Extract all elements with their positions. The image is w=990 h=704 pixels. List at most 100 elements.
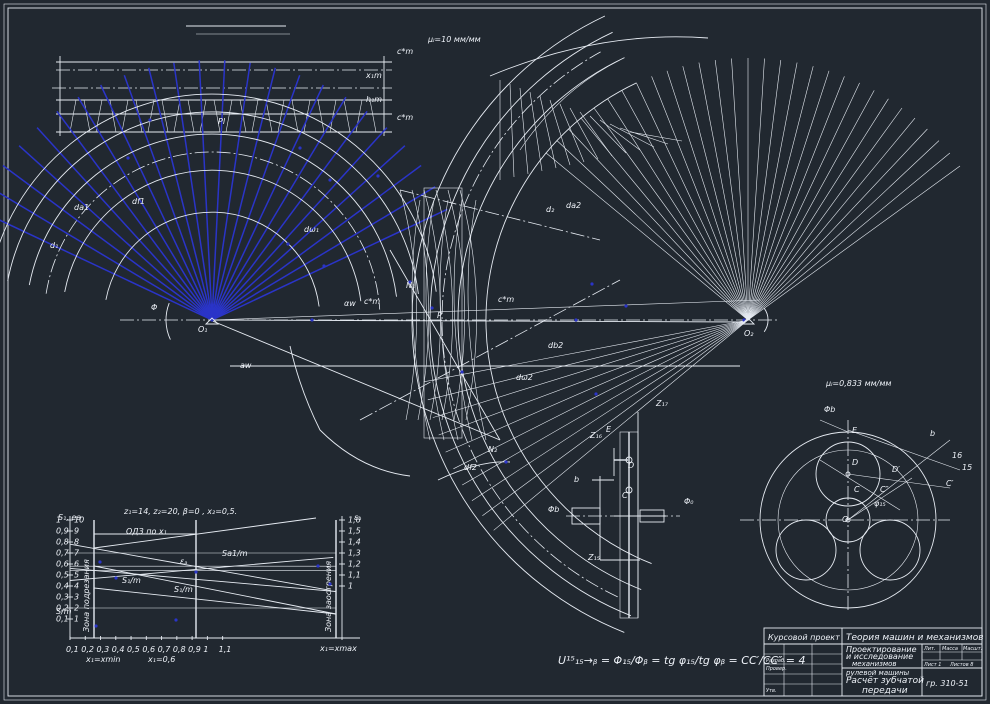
planet-label-c: C	[854, 485, 860, 494]
gear2-fan-line	[747, 98, 889, 321]
pivot-o1	[204, 317, 220, 325]
chart-ytick-label: 0,2	[56, 604, 69, 613]
gear1-ray	[211, 96, 347, 321]
label-dw1: dω₁	[304, 225, 319, 234]
mech-label-z15: Z₁₅	[587, 553, 600, 562]
planet-label-o: O	[842, 515, 848, 524]
chart-ytick-label: 0,5	[56, 571, 69, 580]
chart-series-label-ea: εₐ	[180, 557, 187, 566]
tb-sheet-title2: передачи	[862, 686, 908, 696]
chart-ytick-label: 0,7	[56, 549, 70, 558]
rotation-arrow-o2	[763, 307, 769, 333]
gear2-involute	[519, 59, 621, 151]
gear2-tooth-line	[559, 103, 585, 163]
label-da1: da1	[74, 203, 89, 212]
gear1-ray	[211, 186, 436, 321]
gear2-tooth-line	[619, 127, 669, 145]
chart-ea-line	[93, 565, 337, 615]
gear1-ray	[211, 164, 422, 321]
label-n1: N₁	[406, 281, 415, 290]
construction-point	[126, 156, 130, 160]
gear2-fan-line	[545, 152, 749, 321]
label-d1: d₁	[50, 241, 58, 250]
planet-label-c-prime: C′	[946, 479, 954, 488]
chart-ytick-right-label: 1,5	[348, 527, 361, 536]
gear2-tooth-line	[569, 107, 599, 160]
gear1-ray	[123, 75, 213, 321]
chart-ytick-right-label: 1,6	[348, 516, 361, 525]
mesh-involute-2	[467, 199, 487, 441]
construction-point	[286, 242, 290, 246]
rack-tooth	[147, 99, 169, 133]
gear1-ray	[77, 96, 213, 321]
gear2-fan-line	[714, 60, 749, 321]
planet-label-15: 15	[962, 463, 972, 472]
gear2-fan-line	[636, 82, 749, 321]
chart-xtick-label: 0,6	[142, 645, 155, 654]
pivot-o2	[740, 317, 756, 325]
chart-xtick-label: 0,2	[81, 645, 94, 654]
construction-point	[148, 118, 152, 122]
mesh-involute	[435, 189, 453, 421]
gear1-ray	[211, 145, 406, 321]
gear-params-text: z₁=14, z₂=20, β=0 , x₂=0,5.	[123, 507, 237, 516]
label-phi: Φ	[151, 303, 157, 312]
label-dw2: dω2	[516, 373, 533, 382]
tb-sheet: Лист 1	[923, 662, 941, 668]
construction-point	[594, 392, 598, 396]
planet-label-b: b	[930, 429, 935, 438]
gear2-fan-line	[731, 58, 749, 321]
mech-label-c: C	[622, 491, 628, 500]
line-of-action-1	[209, 319, 501, 441]
label-df2: df2	[464, 463, 477, 472]
construction-point	[408, 280, 412, 284]
label-x1m: x₁m	[365, 71, 382, 80]
gear2-fan-line	[747, 107, 903, 321]
gear-meshing-diagram	[0, 15, 961, 633]
mech-label-phi0: Φ₀	[684, 497, 694, 506]
mesh-involute-2	[425, 199, 445, 441]
chart-xmark-06: x₁=0,6	[147, 655, 175, 664]
gear2-tooth-line	[609, 123, 655, 148]
chart-ytick-inner-label: 8	[74, 538, 79, 547]
gear1-ray	[0, 219, 213, 321]
chart-ytick-inner-label: 6	[74, 560, 79, 569]
gear2-lower-line	[462, 319, 749, 486]
tb-lit: Лит.	[923, 646, 936, 652]
label-o1: O₁	[198, 325, 208, 334]
planet-label-d-prime: D′	[892, 465, 900, 474]
chart-point	[94, 624, 98, 628]
gear2-fan-line	[747, 66, 814, 321]
gear2-fan-line	[747, 90, 875, 321]
chart-series-line	[69, 543, 331, 591]
chart-point	[316, 564, 320, 568]
chart-series-label-s1-alt: S₁/m	[174, 585, 193, 594]
gear1-ray	[18, 145, 213, 321]
chart-xtick-label: 0,4	[112, 645, 125, 654]
construction-point	[298, 146, 302, 150]
mech-label-phib: Φb	[548, 505, 559, 514]
chart-ytick-inner-label: 10	[74, 516, 84, 525]
chart-xtick-label: 0,5	[127, 645, 140, 654]
main-scale-label: μₗ=10 мм/мм	[427, 35, 481, 44]
label-d2: d₂	[546, 205, 555, 214]
gear1-ray	[100, 84, 213, 321]
gear1-ray	[211, 75, 301, 321]
rack-tooth	[329, 99, 351, 133]
gear2-lower-line	[471, 319, 749, 501]
gear2-lower-line	[453, 319, 749, 470]
tb-topic2: и исследование	[846, 652, 913, 661]
chart-left-axis-title: S₁, ea	[58, 513, 81, 522]
mesh-involute	[447, 189, 465, 421]
gear1-ray	[147, 67, 213, 321]
gear2-lower-line	[427, 319, 749, 401]
tb-dev: Разраб.	[766, 658, 786, 664]
gear-labels: O₁ O₂ P N₁ N₂ c*m c*m c*m c*m αw aw Φ d₁…	[50, 47, 754, 472]
gear2-tooth-line	[549, 99, 571, 166]
construction-point	[328, 178, 332, 182]
gear2-lower-line	[432, 319, 749, 418]
planet-label-c-dprime: C″	[880, 485, 889, 494]
gear1-circle	[64, 169, 362, 302]
mesh-box	[423, 187, 463, 439]
